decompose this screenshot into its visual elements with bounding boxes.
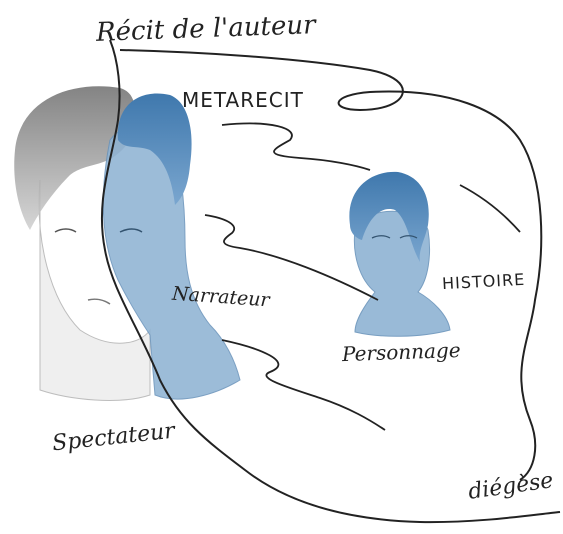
character-body — [354, 211, 450, 336]
spectator-eye — [55, 229, 76, 232]
character-figure — [349, 172, 450, 336]
histoire-connector — [460, 185, 520, 232]
metarecit-connector — [222, 123, 370, 170]
label-personnage: Personnage — [342, 338, 461, 366]
spectator-mouth — [88, 299, 110, 304]
label-metarecit: METARECIT — [182, 88, 304, 112]
